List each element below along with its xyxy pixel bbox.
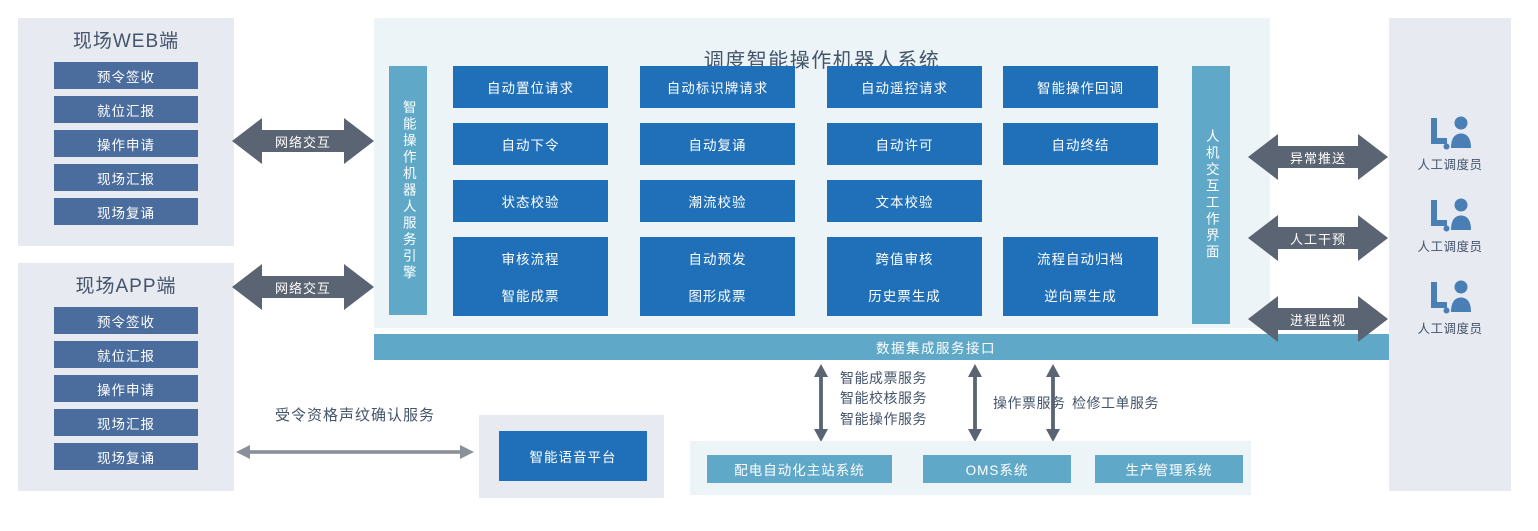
- network-arrow-app: 网络交互: [232, 258, 374, 316]
- operator-item-2: 人工调度员: [1389, 280, 1511, 337]
- function-box-2-1[interactable]: 潮流校验: [640, 180, 795, 222]
- robot-system-panel: 调度智能操作机器人系统 智能操作机器人服务引擎 人机交互工作界面 自动置位请求 …: [374, 18, 1270, 328]
- app-client-button-0[interactable]: 预令签收: [54, 307, 198, 334]
- web-client-button-2[interactable]: 操作申请: [54, 130, 198, 157]
- double-arrow-icon: [232, 118, 374, 164]
- operator-console-icon: [1431, 116, 1471, 150]
- service-link-label-2: 检修工单服务: [1072, 395, 1159, 411]
- vertical-double-arrow-icon: [814, 364, 828, 442]
- function-box-1-2[interactable]: 自动许可: [827, 123, 982, 165]
- function-box-2-2[interactable]: 文本校验: [827, 180, 982, 222]
- double-line-arrow-icon: [236, 445, 474, 459]
- function-box-4-1[interactable]: 图形成票: [640, 274, 795, 316]
- service-link-arrow-2: [1043, 364, 1063, 442]
- operator-arrow-2: 进程监视: [1248, 290, 1388, 348]
- voice-service-label: 受令资格声纹确认服务: [274, 407, 435, 424]
- app-client-panel: 现场APP端 预令签收 就位汇报 操作申请 现场汇报 现场复诵: [18, 263, 234, 491]
- data-integration-service-bar: 数据集成服务接口: [374, 334, 1498, 360]
- function-box-3-2[interactable]: 跨值审核: [827, 237, 982, 279]
- operator-panel: 人工调度员 人工调度员 人工调度员: [1389, 18, 1511, 491]
- operator-item-0: 人工调度员: [1389, 116, 1511, 173]
- hmi-interface-bar: 人机交互工作界面: [1192, 66, 1230, 324]
- service-link-label-1: 操作票服务: [993, 395, 1066, 411]
- web-client-button-3[interactable]: 现场汇报: [54, 164, 198, 191]
- voice-service-arrow: [236, 442, 474, 462]
- network-arrow-web: 网络交互: [232, 112, 374, 170]
- app-client-title: 现场APP端: [75, 276, 177, 297]
- function-box-0-2[interactable]: 自动遥控请求: [827, 66, 982, 108]
- external-system-box-2[interactable]: 生产管理系统: [1095, 455, 1243, 483]
- external-system-box-0[interactable]: 配电自动化主站系统: [707, 455, 892, 483]
- robot-service-engine-bar: 智能操作机器人服务引擎: [389, 66, 427, 315]
- vertical-double-arrow-icon: [1046, 364, 1060, 442]
- external-system-box-1[interactable]: OMS系统: [923, 455, 1071, 483]
- double-arrow-icon: [1248, 296, 1388, 342]
- function-box-1-1[interactable]: 自动复诵: [640, 123, 795, 165]
- function-box-0-1[interactable]: 自动标识牌请求: [640, 66, 795, 108]
- function-box-0-0[interactable]: 自动置位请求: [453, 66, 608, 108]
- function-box-2-0[interactable]: 状态校验: [453, 180, 608, 222]
- web-client-panel: 现场WEB端 预令签收 就位汇报 操作申请 现场汇报 现场复诵: [18, 18, 234, 246]
- operator-label-2: 人工调度员: [1417, 322, 1483, 336]
- function-box-3-0[interactable]: 审核流程: [453, 237, 608, 279]
- function-box-0-3[interactable]: 智能操作回调: [1003, 66, 1158, 108]
- double-arrow-icon: [232, 264, 374, 310]
- function-box-4-3[interactable]: 逆向票生成: [1003, 274, 1158, 316]
- external-systems-panel: 配电自动化主站系统 OMS系统 生产管理系统: [690, 441, 1251, 495]
- app-client-button-3[interactable]: 现场汇报: [54, 409, 198, 436]
- function-box-1-3[interactable]: 自动终结: [1003, 123, 1158, 165]
- operator-arrow-1: 人工干预: [1248, 209, 1388, 267]
- web-client-button-4[interactable]: 现场复诵: [54, 198, 198, 225]
- operator-console-icon: [1431, 198, 1471, 232]
- function-box-4-2[interactable]: 历史票生成: [827, 274, 982, 316]
- double-arrow-icon: [1248, 134, 1388, 180]
- service-link-label-0: 智能成票服务 智能校核服务 智能操作服务: [840, 370, 927, 427]
- app-client-button-2[interactable]: 操作申请: [54, 375, 198, 402]
- operator-item-1: 人工调度员: [1389, 198, 1511, 255]
- function-box-1-0[interactable]: 自动下令: [453, 123, 608, 165]
- web-client-button-1[interactable]: 就位汇报: [54, 96, 198, 123]
- service-link-arrow-0: [811, 364, 831, 442]
- function-box-3-1[interactable]: 自动预发: [640, 237, 795, 279]
- app-client-button-1[interactable]: 就位汇报: [54, 341, 198, 368]
- vertical-double-arrow-icon: [968, 364, 982, 442]
- service-link-arrow-1: [965, 364, 985, 442]
- operator-label-0: 人工调度员: [1417, 158, 1483, 172]
- web-client-title: 现场WEB端: [72, 31, 180, 52]
- web-client-button-0[interactable]: 预令签收: [54, 62, 198, 89]
- voice-platform-panel: 智能语音平台: [479, 415, 664, 498]
- operator-label-1: 人工调度员: [1417, 240, 1483, 254]
- function-box-3-3[interactable]: 流程自动归档: [1003, 237, 1158, 279]
- function-box-4-0[interactable]: 智能成票: [453, 274, 608, 316]
- double-arrow-icon: [1248, 215, 1388, 261]
- operator-console-icon: [1431, 280, 1471, 314]
- voice-platform-box[interactable]: 智能语音平台: [499, 431, 647, 481]
- operator-arrow-0: 异常推送: [1248, 128, 1388, 186]
- app-client-button-4[interactable]: 现场复诵: [54, 443, 198, 470]
